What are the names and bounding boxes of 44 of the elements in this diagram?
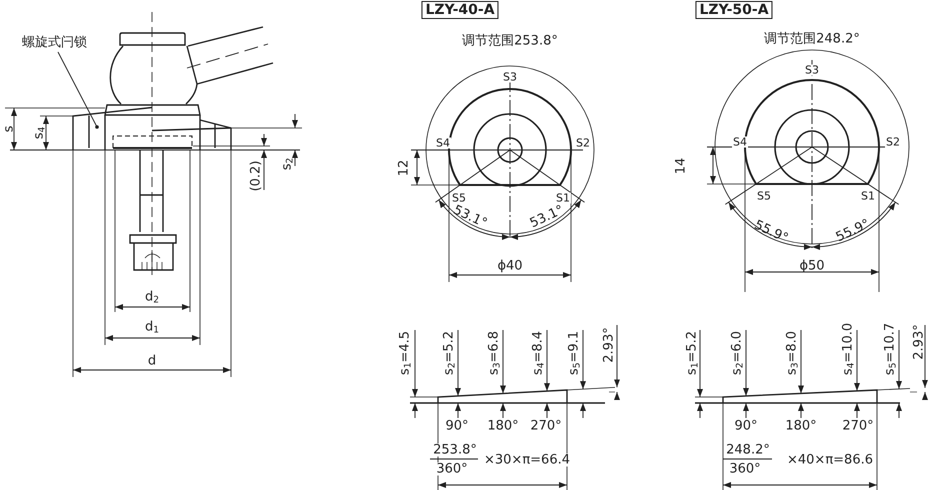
angle-label: 55.9° <box>752 218 790 246</box>
angle-label: 55.9° <box>834 218 872 244</box>
angle-label: 270° <box>842 420 874 432</box>
dimension-label: s <box>2 126 16 132</box>
angle-label: 90° <box>734 420 758 432</box>
fraction-numerator: 253.8° <box>432 444 478 456</box>
dimension-label: 12 <box>398 160 410 176</box>
dimension-label: ϕ40 <box>497 260 523 272</box>
angle-label: 180° <box>785 420 817 432</box>
point-label: S4 <box>435 138 451 148</box>
angle-label: 53.1° <box>528 204 566 230</box>
point-label: S4 <box>732 136 748 148</box>
angle-label: 180° <box>487 420 519 432</box>
point-label: S5 <box>756 190 772 202</box>
range-label: 调节范围253.8° <box>462 34 558 48</box>
leader-line <box>58 52 99 129</box>
formula-text: ×40×π=86.6 <box>786 454 874 466</box>
latch-ring-drawing <box>72 106 232 151</box>
point-label: S5 <box>451 192 467 204</box>
angle-label: 270° <box>530 420 562 432</box>
point-label: S3 <box>502 72 518 82</box>
fraction-denominator: 360° <box>435 462 469 476</box>
dimension-label: 14 <box>674 158 688 174</box>
fraction-numerator: 248.2° <box>725 444 771 456</box>
point-label: S1 <box>555 192 571 204</box>
angle-label: 53.1° <box>451 204 489 230</box>
point-label: S2 <box>885 136 901 148</box>
range-label: 调节范围248.2° <box>764 32 860 46</box>
dimension-label: (0.2) <box>250 160 262 192</box>
part-label: 螺旋式闩锁 <box>22 36 87 49</box>
model-tag: LZY-50-A <box>695 1 773 19</box>
angle-label: 2.93° <box>602 327 616 363</box>
angle-label: 2.93° <box>912 324 926 360</box>
formula-text: ×30×π=66.4 <box>483 454 571 466</box>
dimension-label: d$_{1}$ <box>144 320 160 336</box>
dimension-label: d$_{2}$ <box>144 290 160 306</box>
model-tag: LZY-40-A <box>421 1 499 19</box>
dimension-label: ϕ50 <box>799 260 825 272</box>
dimension-label: d <box>148 354 156 368</box>
angle-label: 90° <box>445 420 469 432</box>
fraction-denominator: 360° <box>728 462 762 476</box>
point-label: S3 <box>804 64 820 76</box>
point-label: S2 <box>575 138 591 148</box>
point-label: S1 <box>860 190 876 202</box>
